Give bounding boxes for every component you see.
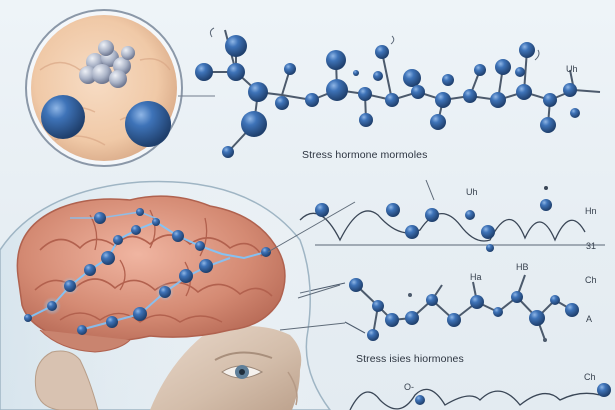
caption-top: Stress hormone mormoles — [302, 149, 428, 161]
eye — [221, 365, 264, 379]
molecule-graph-2 — [299, 274, 573, 341]
callout-lines — [267, 201, 356, 331]
label-ch-bottom: Ch — [584, 372, 596, 382]
label-a-right: A — [586, 314, 593, 324]
caption-middle: Stress isies hiormones — [356, 353, 464, 365]
label-o-bottom: O- — [404, 382, 414, 392]
molecule-graph-2-atoms — [349, 278, 579, 342]
magnified-cell-inset — [25, 9, 215, 167]
label-31: 31 — [586, 241, 597, 251]
label-uh-top: Uh — [566, 64, 578, 74]
protein-cluster — [79, 40, 135, 88]
label-hb: HB — [516, 262, 529, 272]
top-molecule-atoms — [195, 35, 580, 158]
bottom-wave — [349, 383, 611, 410]
label-hn: Hn — [585, 206, 597, 216]
label-ha: Ha — [470, 272, 482, 282]
molecule-graph-1 — [299, 179, 605, 252]
label-uh-mid: Uh — [466, 187, 478, 197]
brain — [16, 195, 286, 353]
large-atom-left — [41, 95, 85, 139]
neural-signal-chain — [24, 208, 271, 335]
label-ch-right: Ch — [585, 275, 597, 285]
decorative-swirls — [209, 27, 540, 61]
large-atom-right — [125, 101, 171, 147]
